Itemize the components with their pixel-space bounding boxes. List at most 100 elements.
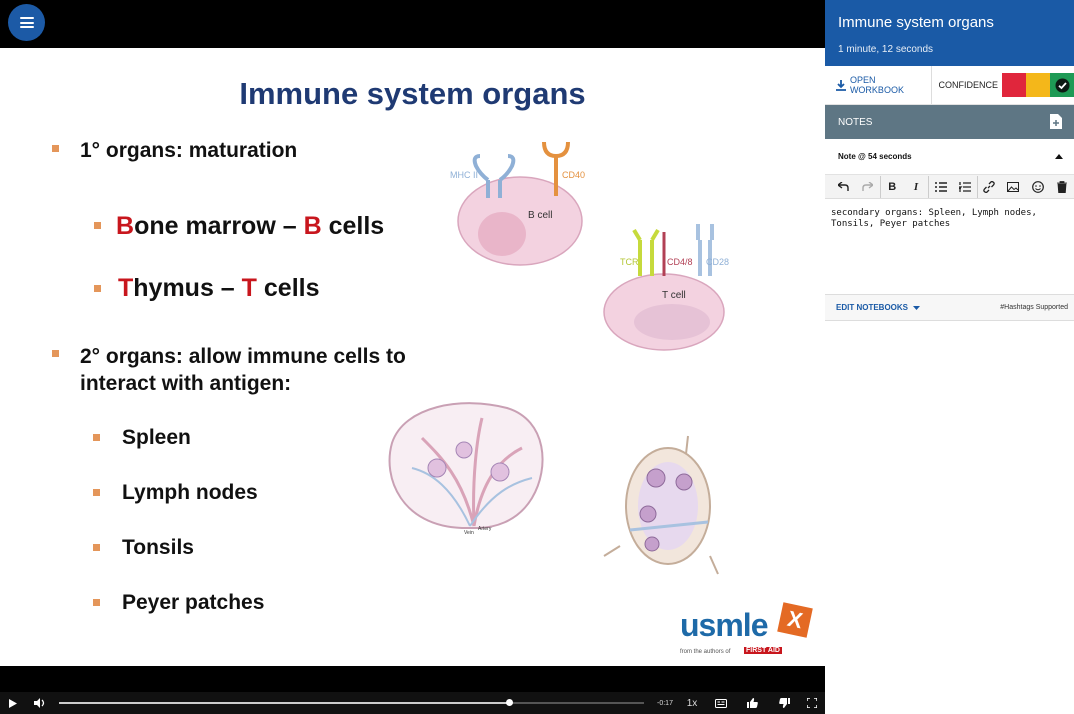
volume-button[interactable] <box>31 696 49 710</box>
panel-header: Immune system organs 1 minute, 12 second… <box>825 0 1074 66</box>
seek-bar[interactable] <box>59 699 644 706</box>
notes-bar: NOTES <box>825 105 1074 139</box>
bullet-marker <box>93 599 100 606</box>
add-note-icon <box>1050 114 1062 129</box>
time-remaining: -0:17 <box>657 699 673 707</box>
fullscreen-button[interactable] <box>804 696 820 710</box>
hamburger-icon <box>19 17 34 28</box>
bullet-marker <box>94 285 101 292</box>
confidence-low-button[interactable] <box>1002 73 1026 97</box>
speed-button[interactable]: 1x <box>686 697 698 709</box>
bold-icon: B <box>888 180 897 193</box>
thymus-initial: T <box>118 274 134 302</box>
mhc-label: MHC II <box>450 170 478 180</box>
seek-progress <box>59 702 510 704</box>
bullet-list-icon <box>934 181 947 192</box>
edit-notebooks-button[interactable]: EDIT NOTEBOOKS <box>836 303 921 312</box>
link-button[interactable] <box>976 175 1001 198</box>
t-letter: T <box>241 274 257 302</box>
vein-label: Vein <box>464 530 474 536</box>
bone-cells-text: cells <box>321 212 385 240</box>
confidence-group: CONFIDENCE <box>931 66 1074 104</box>
t-cell-label: T cell <box>662 290 686 301</box>
player-controls: -0:17 1x <box>0 692 825 714</box>
item-lymph-nodes: Lymph nodes <box>122 481 258 504</box>
add-note-button[interactable] <box>1050 114 1064 130</box>
collapse-caret-icon[interactable] <box>1055 154 1063 159</box>
artery-label: Artery <box>478 526 492 532</box>
redo-icon <box>862 182 873 191</box>
bone-initial: B <box>116 212 135 240</box>
logo-x-mark: X <box>777 602 813 638</box>
thumbs-down-button[interactable] <box>775 696 793 710</box>
bullet-marker <box>94 222 101 229</box>
italic-button[interactable]: I <box>904 176 928 198</box>
tcr-label: TCR <box>620 257 639 267</box>
spleen-illustration: Vein Artery <box>388 402 544 536</box>
open-workbook-label: OPEN WORKBOOK <box>849 75 904 95</box>
numbered-list-button[interactable] <box>953 176 977 198</box>
note-timestamp: Note @ 54 seconds <box>838 152 912 161</box>
slide-title: Immune system organs <box>239 76 586 111</box>
logo-text: usmle <box>680 607 768 643</box>
redo-button[interactable] <box>855 176 879 198</box>
confidence-high-button[interactable] <box>1050 73 1074 97</box>
bullet2-line1: 2° organs: allow immune cells to <box>80 345 406 368</box>
bold-button[interactable]: B <box>879 175 904 198</box>
delete-note-button[interactable] <box>1050 176 1074 198</box>
captions-icon <box>715 698 727 708</box>
edit-notebooks-label: EDIT NOTEBOOKS <box>836 303 909 312</box>
video-duration: 1 minute, 12 seconds <box>838 44 934 55</box>
chevron-down-icon <box>913 305 921 310</box>
cd40-label: CD40 <box>562 170 585 180</box>
b-cell-label: B cell <box>528 210 552 221</box>
item-tonsils: Tonsils <box>122 536 194 559</box>
undo-button[interactable] <box>831 176 855 198</box>
emoji-button[interactable] <box>1025 176 1049 198</box>
confidence-medium-button[interactable] <box>1026 73 1050 97</box>
emoji-icon <box>1031 180 1044 193</box>
bullet-marker <box>52 350 59 357</box>
hashtags-hint: #Hashtags Supported <box>1000 304 1068 311</box>
fullscreen-icon <box>807 698 817 708</box>
note-editor[interactable]: secondary organs: Spleen, Lymph nodes, T… <box>825 199 1074 295</box>
open-workbook-button[interactable]: OPEN WORKBOOK <box>825 75 931 95</box>
bullet-marker <box>93 434 100 441</box>
confidence-label: CONFIDENCE <box>938 80 998 90</box>
thumbs-up-button[interactable] <box>743 696 761 710</box>
video-player: Immune system organs 1° organs: maturati… <box>0 4 825 714</box>
italic-icon: I <box>913 180 919 193</box>
play-icon <box>9 698 17 708</box>
menu-button[interactable] <box>8 4 45 41</box>
thymus-cells-text: cells <box>256 274 320 302</box>
logo-brand: FIRST AID <box>744 647 782 654</box>
bullet-marker <box>93 544 100 551</box>
seek-handle[interactable] <box>506 699 514 706</box>
notebook-footer: EDIT NOTEBOOKS #Hashtags Supported <box>825 295 1074 321</box>
trash-icon <box>1056 180 1067 193</box>
image-button[interactable] <box>1001 176 1025 198</box>
cd48-label: CD4/8 <box>667 257 693 267</box>
t-cell-illustration: TCR CD4/8 CD28 T cell <box>603 224 729 351</box>
bullet-list-button[interactable] <box>928 175 952 198</box>
download-icon <box>836 79 846 91</box>
notes-panel: Immune system organs 1 minute, 12 second… <box>825 0 1074 714</box>
cd28-label: CD28 <box>706 257 729 267</box>
link-icon <box>983 180 996 193</box>
usmle-logo: usmle X from the authors of FIRST AID <box>680 602 820 659</box>
b-cell-illustration: MHC II CD40 B cell <box>450 141 585 266</box>
thumbs-down-icon <box>778 698 790 708</box>
numbered-list-icon <box>958 181 971 192</box>
volume-icon <box>34 698 45 708</box>
check-circle-icon <box>1055 78 1069 92</box>
logo-tagline: from the authors of <box>680 649 731 655</box>
play-button[interactable] <box>5 696 21 710</box>
item-peyer-patches: Peyer patches <box>122 591 265 614</box>
note-header[interactable]: Note @ 54 seconds <box>825 139 1074 175</box>
captions-button[interactable] <box>712 696 730 710</box>
undo-icon <box>837 182 849 191</box>
lymph-node-illustration <box>603 435 719 575</box>
lecture-slide: Immune system organs 1° organs: maturati… <box>0 48 825 666</box>
editor-toolbar: B I <box>825 175 1074 199</box>
